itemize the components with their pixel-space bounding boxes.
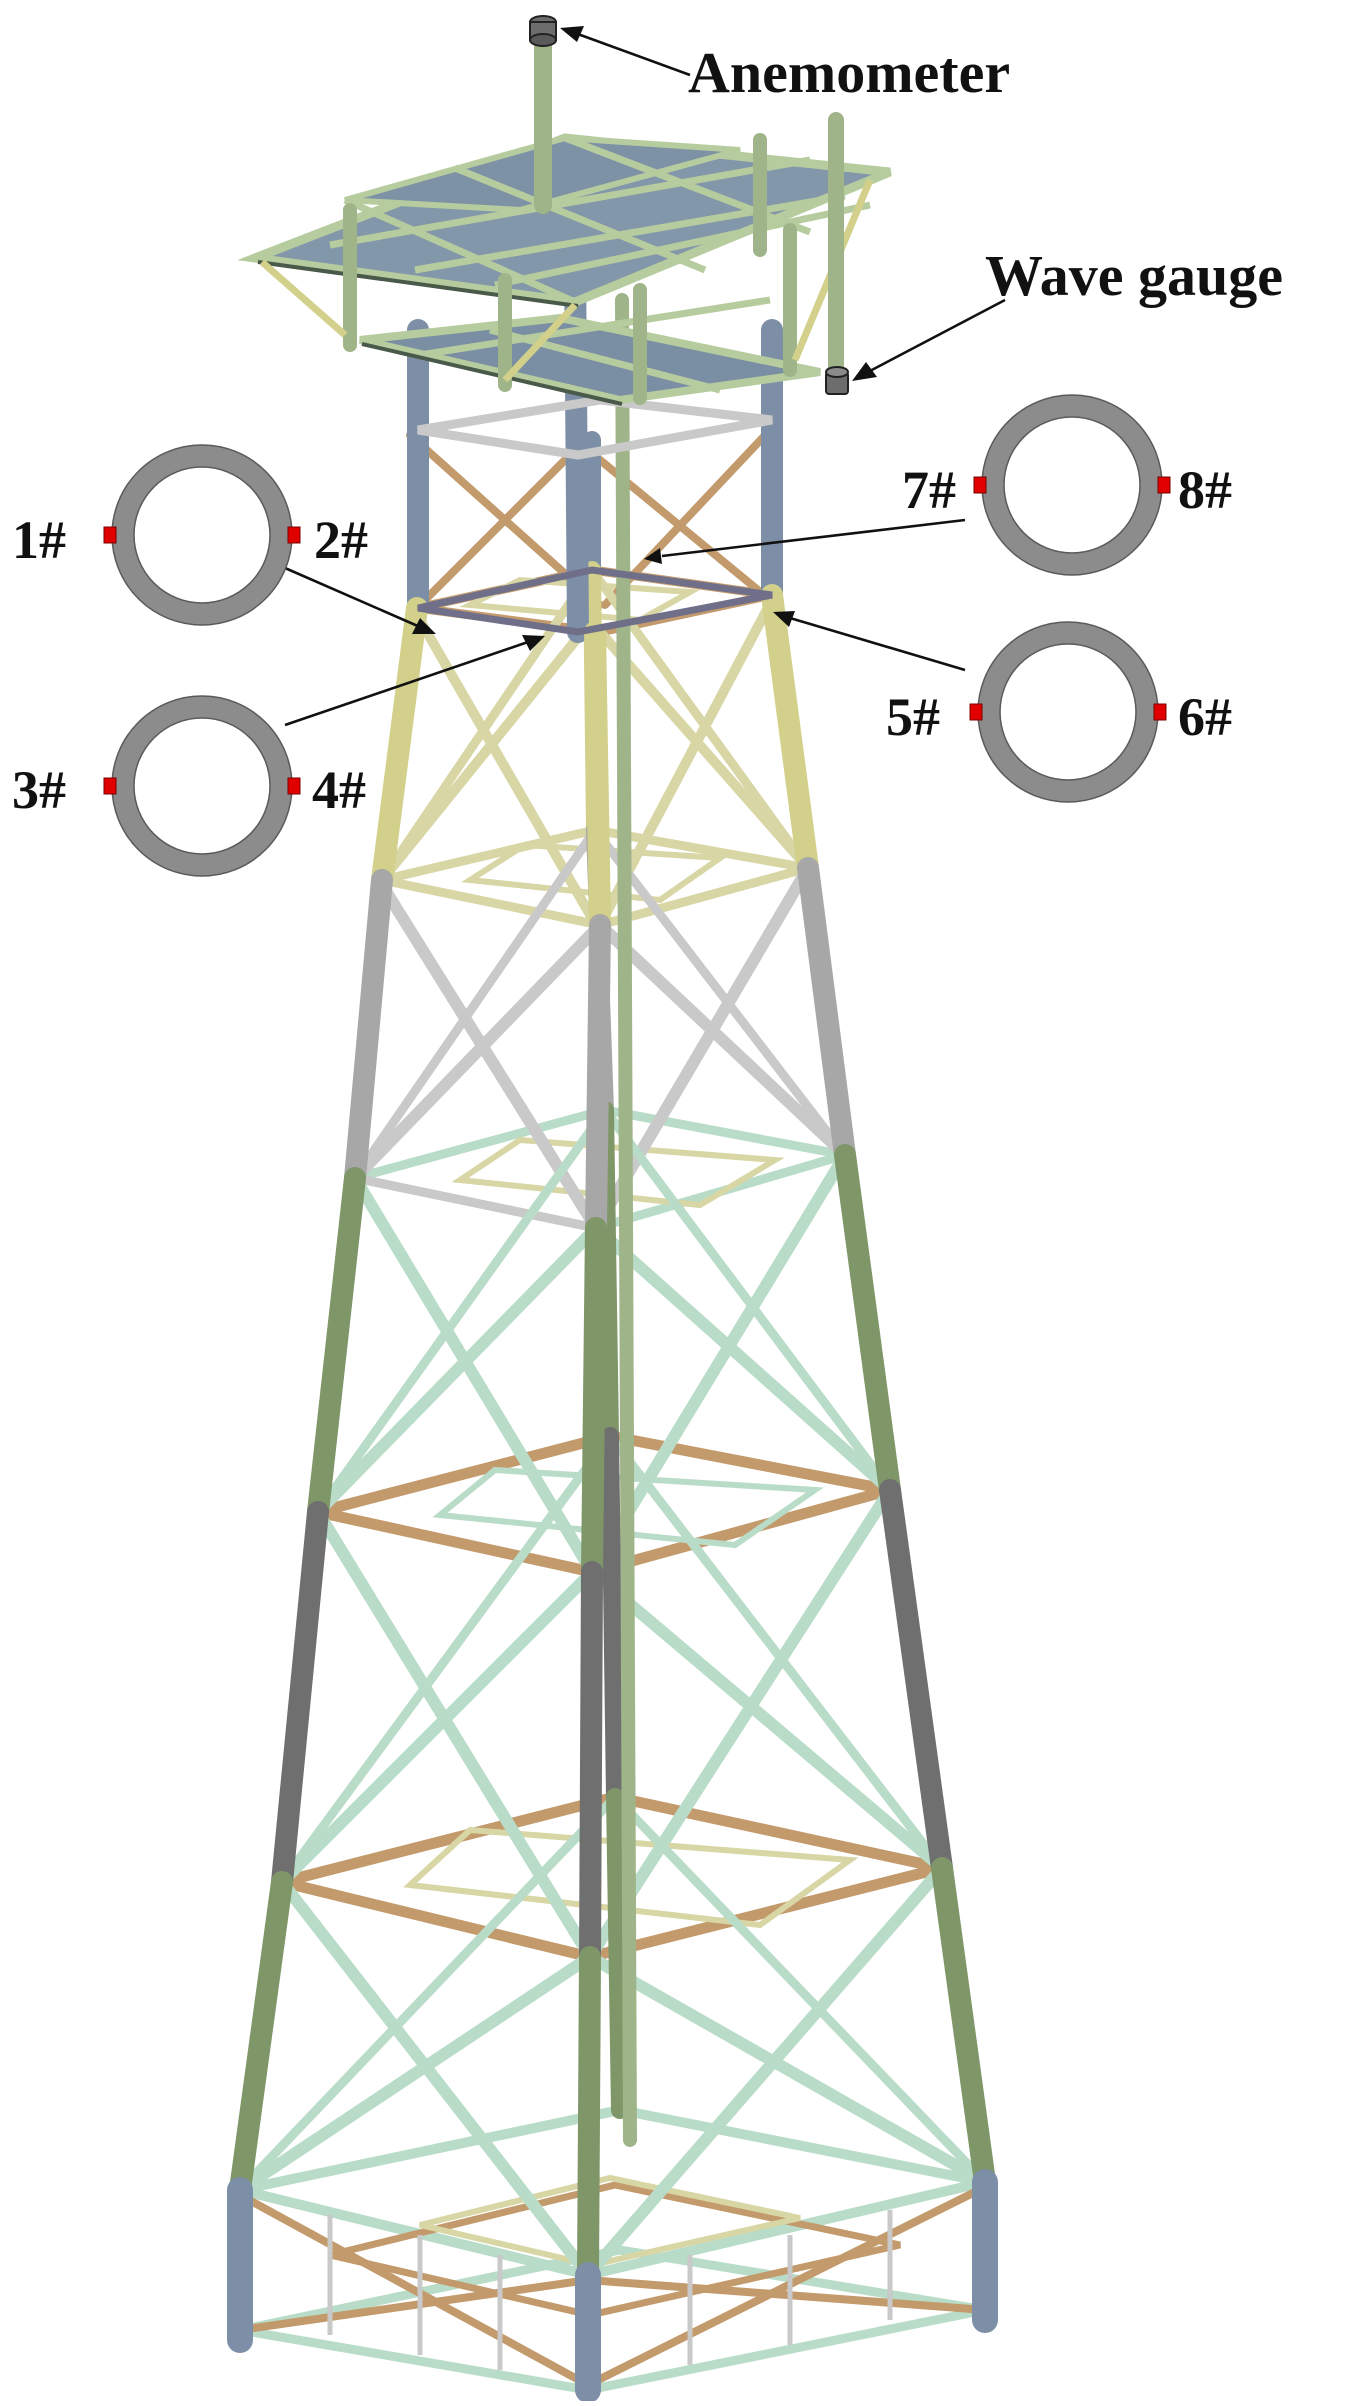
sensor-label-8: 8# bbox=[1178, 460, 1232, 520]
section-upper-right: 7# 8# bbox=[902, 394, 1232, 576]
wave-gauge-label: Wave gauge bbox=[985, 243, 1283, 308]
sensor-label-1: 1# bbox=[12, 510, 66, 570]
left-leg bbox=[227, 319, 429, 2353]
sensor-7 bbox=[973, 476, 987, 494]
anemometer-leader bbox=[574, 31, 691, 77]
sensor-6 bbox=[1153, 703, 1167, 721]
wave-gauge-leader bbox=[867, 298, 1006, 374]
central-riser bbox=[615, 293, 637, 2147]
sensor-3 bbox=[103, 777, 117, 795]
section-lower-left: 3# 4# bbox=[12, 695, 366, 877]
upper-left-section-leader bbox=[284, 566, 421, 629]
sensor-label-4: 4# bbox=[312, 760, 366, 820]
frame-level-1b bbox=[417, 566, 773, 636]
upper-right-section-leader bbox=[661, 518, 966, 558]
section-lower-right: 5# 6# bbox=[886, 621, 1232, 803]
sensor-label-2: 2# bbox=[314, 510, 368, 570]
anemometer-label: Anemometer bbox=[688, 40, 1010, 105]
lower-right-section-leader bbox=[789, 616, 966, 672]
mudline-studs bbox=[327, 2210, 893, 2370]
sensor-2 bbox=[287, 526, 301, 544]
jacket-structure bbox=[227, 15, 998, 2403]
frame-level-1 bbox=[417, 395, 773, 460]
section-upper-left: 1# 2# bbox=[12, 444, 368, 626]
lower-left-section-leader bbox=[284, 640, 529, 727]
wave-gauge-mast bbox=[825, 112, 849, 395]
sensor-label-6: 6# bbox=[1178, 687, 1232, 747]
leader-arrows bbox=[284, 26, 1006, 727]
sensor-1 bbox=[103, 526, 117, 544]
sensor-8 bbox=[1157, 476, 1171, 494]
sensor-5 bbox=[969, 703, 983, 721]
sensor-label-3: 3# bbox=[12, 760, 66, 820]
sensor-label-7: 7# bbox=[902, 460, 956, 520]
sensor-4 bbox=[287, 777, 301, 795]
anemometer-mast bbox=[529, 15, 557, 214]
mudline-inner-frame-2 bbox=[419, 2174, 801, 2269]
deck bbox=[237, 133, 892, 406]
sensor-label-5: 5# bbox=[886, 687, 940, 747]
